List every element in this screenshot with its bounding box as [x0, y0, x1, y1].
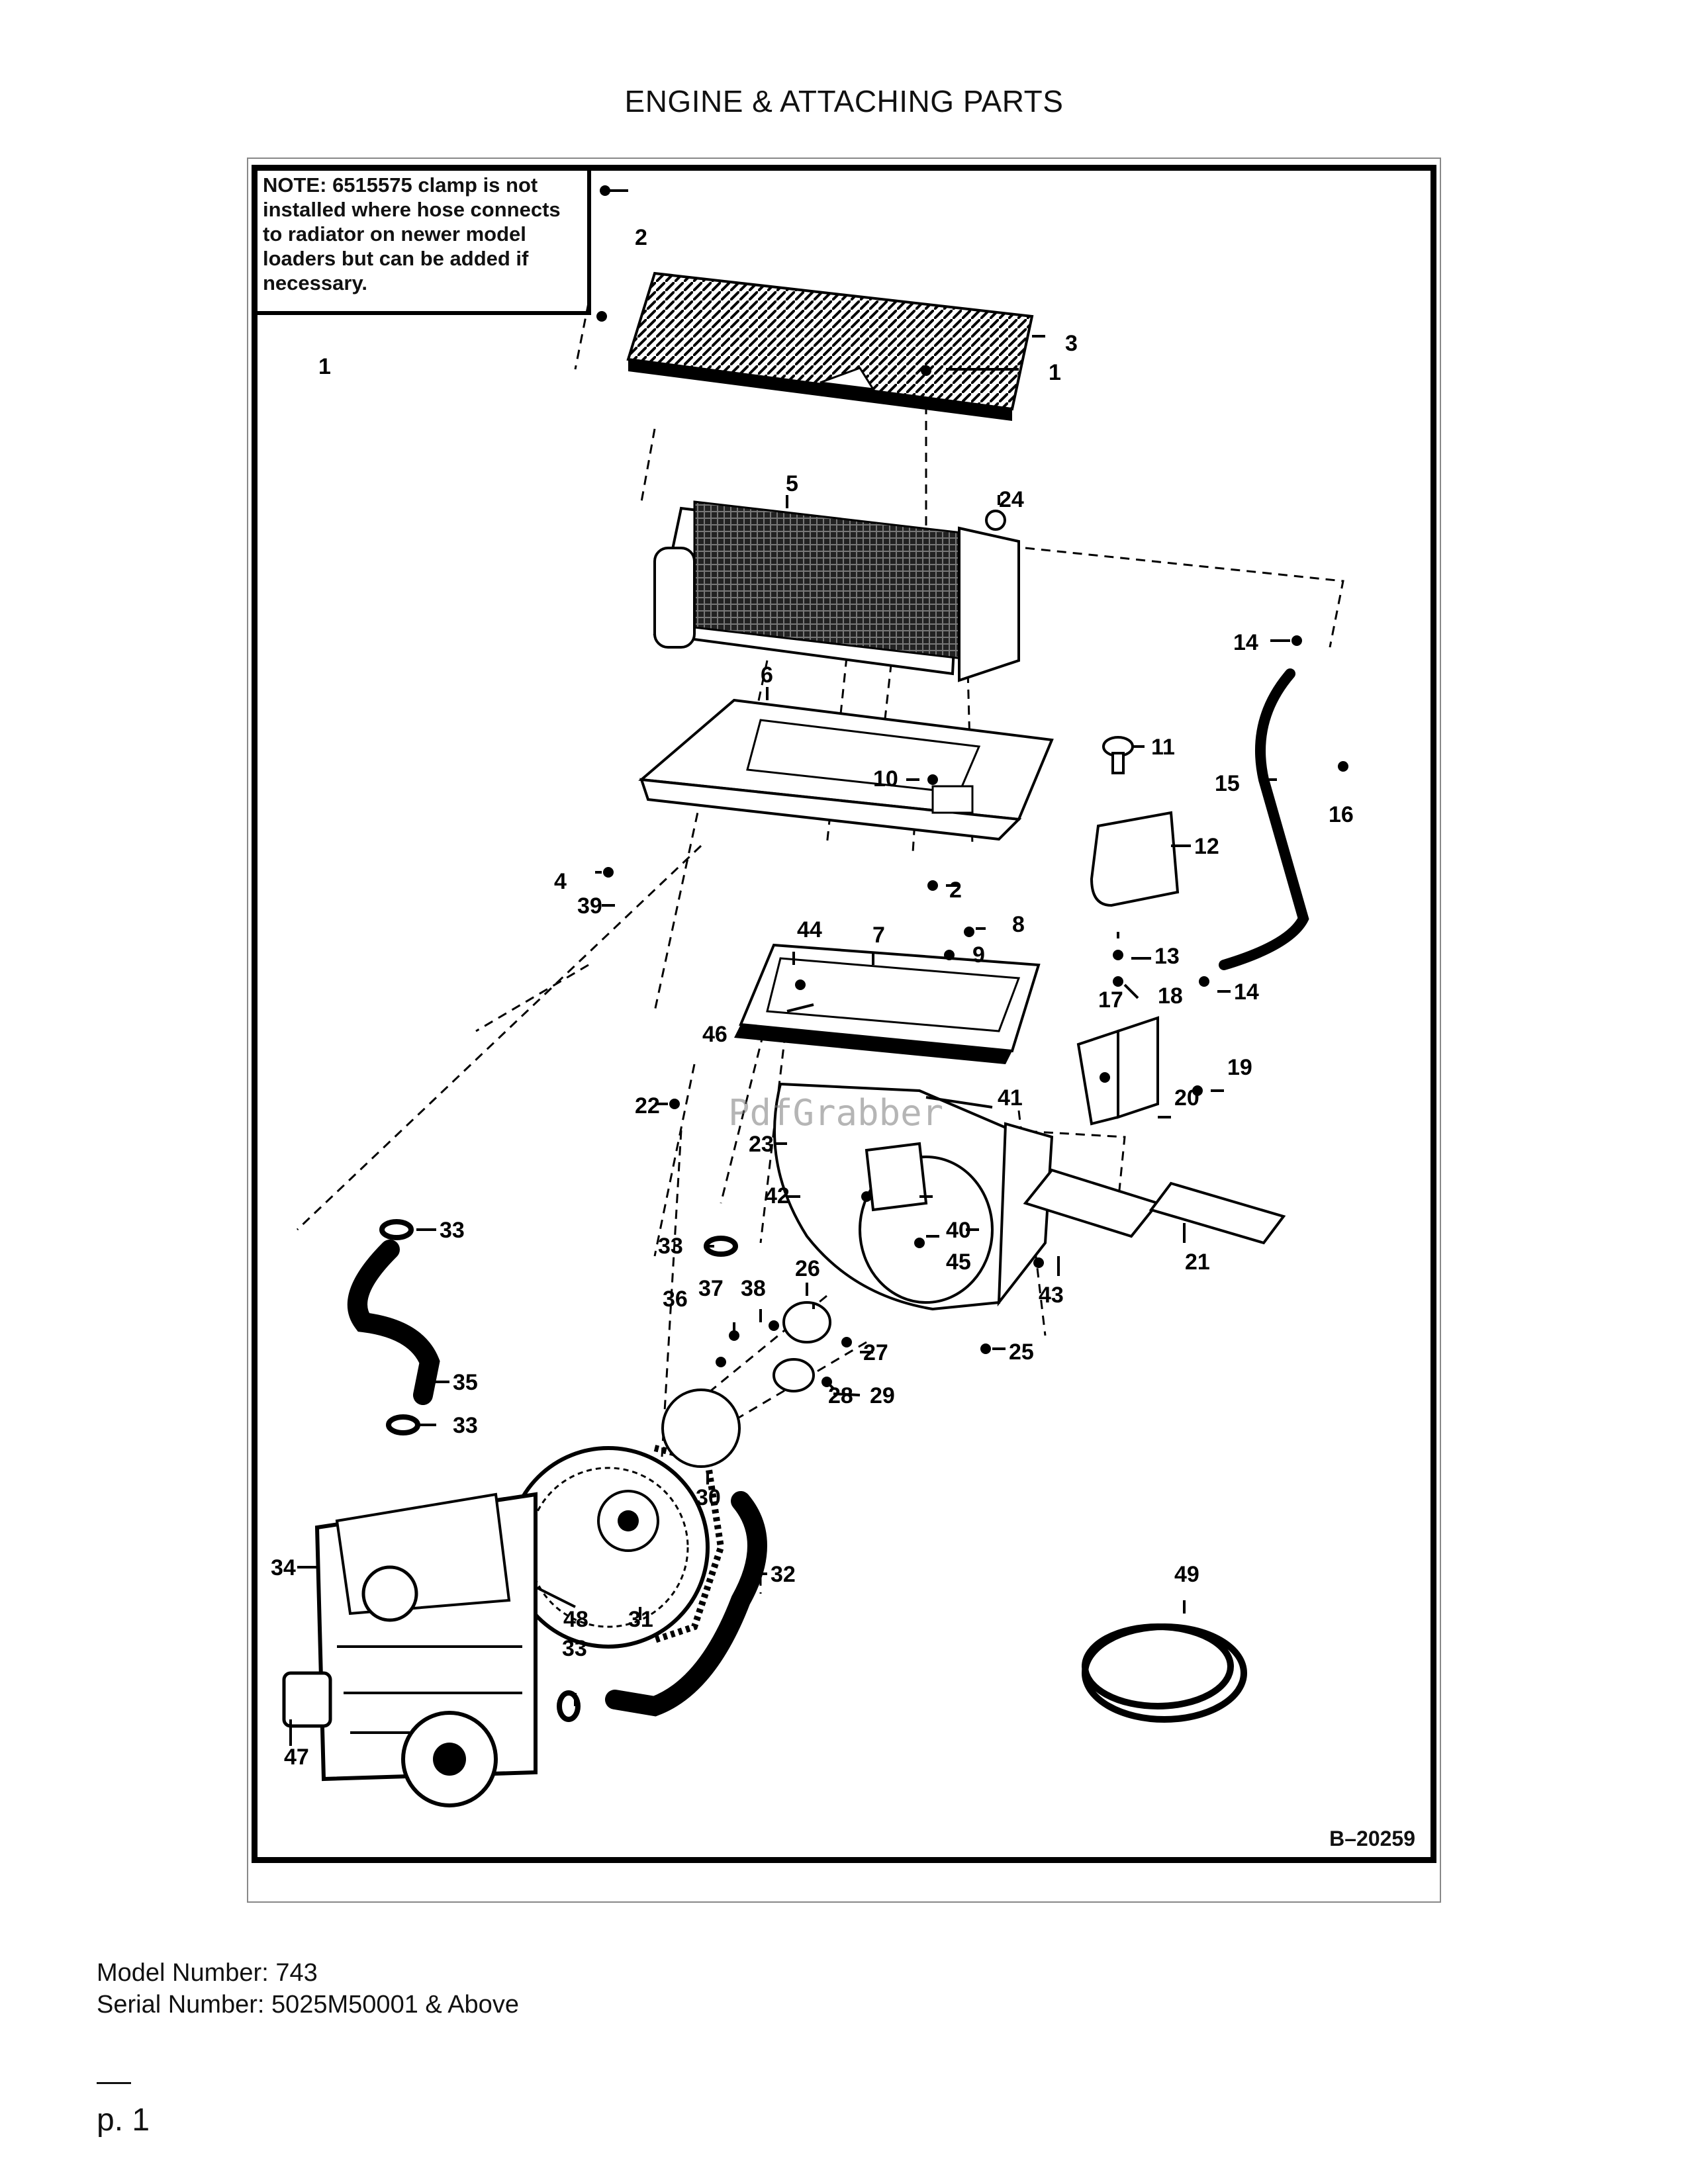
callout-label: 42 [765, 1183, 790, 1208]
callout-label: 31 [628, 1607, 653, 1632]
callout-label: 6 [761, 662, 773, 688]
callout-label: 13 [1154, 944, 1180, 969]
callout-label: 48 [563, 1607, 588, 1632]
callout-label: 10 [873, 766, 898, 792]
callout-label: 46 [702, 1022, 727, 1047]
bracket-part [1076, 1016, 1159, 1126]
callout-label: 1 [318, 354, 331, 379]
callout-label: 37 [698, 1276, 724, 1301]
page-title: ENGINE & ATTACHING PARTS [624, 84, 1064, 118]
callout-label: 20 [1174, 1085, 1199, 1111]
callout-label: 12 [1194, 834, 1219, 859]
callout-label: 17 [1098, 987, 1123, 1013]
callout-label: 23 [749, 1132, 774, 1157]
watermark-text: PdfGrabber [728, 1092, 944, 1134]
callout-label: 16 [1329, 802, 1354, 827]
callout-label: 38 [741, 1276, 766, 1301]
callout-label: 43 [1039, 1283, 1064, 1308]
note-box: NOTE: 6515575 clamp is not installed whe… [254, 167, 591, 315]
page-separator [97, 2082, 131, 2084]
callout-label: 30 [696, 1485, 721, 1510]
diagram-outer-frame [247, 158, 1441, 1903]
callout-label: 1 [1049, 360, 1061, 385]
callout-label: 35 [453, 1370, 478, 1395]
callout-label: 14 [1234, 979, 1259, 1005]
callout-label: 18 [1158, 983, 1183, 1009]
callout-label: 49 [1174, 1562, 1199, 1587]
exploded-parts-diagram: 1 1 2 2 3 4 5 6 7 8 9 10 11 12 13 14 14 … [258, 171, 1430, 1857]
fan-flywheel-part [507, 1445, 725, 1649]
callout-label: 27 [863, 1340, 888, 1365]
note-text: 6515575 clamp is not installed where hos… [263, 173, 561, 295]
callout-label: 11 [1151, 735, 1175, 760]
fan-shroud-part [734, 943, 1041, 1064]
callout-label: 44 [797, 917, 822, 942]
cover-plates-part [1023, 1168, 1286, 1245]
drawing-code: B–20259 [1329, 1827, 1415, 1850]
callout-label: 34 [271, 1555, 296, 1580]
lower-hose-part [605, 1491, 767, 1717]
callout-label: 33 [658, 1234, 683, 1259]
hose-coil-part [1082, 1623, 1247, 1723]
callout-label: 8 [1012, 912, 1025, 937]
callout-label: 41 [998, 1085, 1023, 1111]
thermostat-housing-part [773, 1301, 831, 1392]
serial-number: Serial Number: 5025M50001 & Above [97, 1991, 519, 2019]
callout-label: 19 [1227, 1055, 1252, 1080]
callout-label: 5 [786, 471, 798, 496]
callout-label: 36 [663, 1287, 688, 1312]
diagram-border [252, 165, 1436, 1863]
callout-label: 32 [771, 1562, 796, 1587]
overflow-bottle-part [1090, 736, 1180, 907]
overflow-hose-part [1219, 668, 1309, 970]
callout-label: 25 [1009, 1340, 1034, 1365]
callout-label: 2 [635, 225, 647, 250]
callout-label: 33 [562, 1636, 587, 1661]
page-number: p. 1 [97, 2103, 150, 2138]
callout-label: 24 [999, 487, 1024, 512]
callout-label: 3 [1065, 331, 1078, 356]
callout-label: 7 [872, 923, 885, 948]
callout-leaders [289, 189, 1290, 1746]
callout-label: 4 [554, 869, 567, 894]
callout-labels: 1 1 2 2 3 4 5 6 7 8 9 10 11 12 13 14 14 … [271, 225, 1354, 1770]
blower-housing-part [773, 1082, 1054, 1311]
callout-label: 45 [946, 1250, 971, 1275]
note-label: NOTE: [263, 173, 327, 197]
callout-label: 26 [795, 1256, 820, 1281]
grille-part [626, 271, 1034, 421]
callout-label: 21 [1185, 1250, 1210, 1275]
callout-label: 28 [828, 1383, 853, 1408]
callout-label: 33 [453, 1413, 478, 1438]
parts-drawing: 1 1 2 2 3 4 5 6 7 8 9 10 11 12 13 14 14 … [271, 185, 1354, 1807]
callout-label: 47 [284, 1745, 309, 1770]
radiator-part [653, 500, 1020, 682]
callout-label: 39 [577, 893, 602, 919]
drive-plate-part [661, 1388, 741, 1468]
callout-label: 40 [946, 1218, 971, 1243]
callout-label: 9 [972, 942, 985, 968]
callout-label: 15 [1215, 771, 1240, 796]
engine-part [282, 1492, 538, 1807]
shroud-plate-part [638, 698, 1054, 841]
callout-label: 2 [949, 878, 962, 903]
callout-label: 14 [1233, 630, 1258, 655]
callout-label: 22 [635, 1093, 660, 1118]
model-number: Model Number: 743 [97, 1959, 318, 1987]
upper-hose-part [348, 1240, 440, 1405]
callout-label: 33 [440, 1218, 465, 1243]
callout-label: 29 [870, 1383, 895, 1408]
